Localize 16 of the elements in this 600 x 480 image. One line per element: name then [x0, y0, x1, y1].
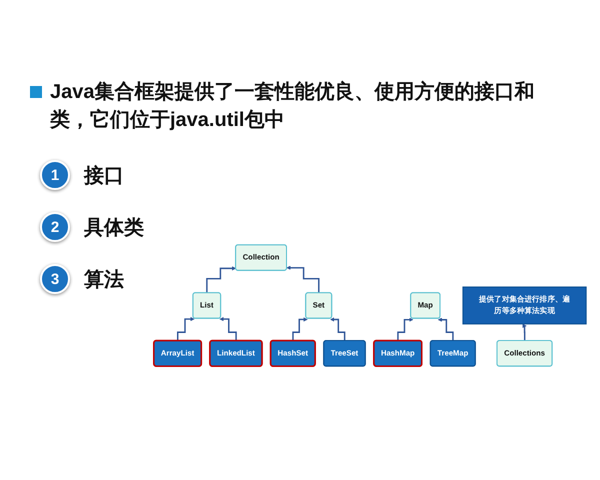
section-label: 具体类	[84, 216, 144, 240]
number-badge: 3	[40, 264, 70, 294]
arrow	[176, 316, 194, 342]
arrow	[206, 266, 236, 294]
section-label: 算法	[84, 268, 124, 292]
arrow	[330, 316, 346, 342]
arrow	[397, 317, 414, 342]
arrow	[438, 317, 454, 342]
arrow	[292, 316, 308, 342]
number-badge: 1	[40, 160, 70, 190]
section-label: 接口	[84, 164, 124, 188]
arrow	[220, 316, 237, 342]
number-badge: 2	[40, 212, 70, 242]
arrow	[522, 323, 527, 342]
arrow	[286, 265, 320, 294]
title: Java集合框架提供了一套性能优良、使用方便的接口和类，它们位于java.util包中	[50, 80, 536, 133]
